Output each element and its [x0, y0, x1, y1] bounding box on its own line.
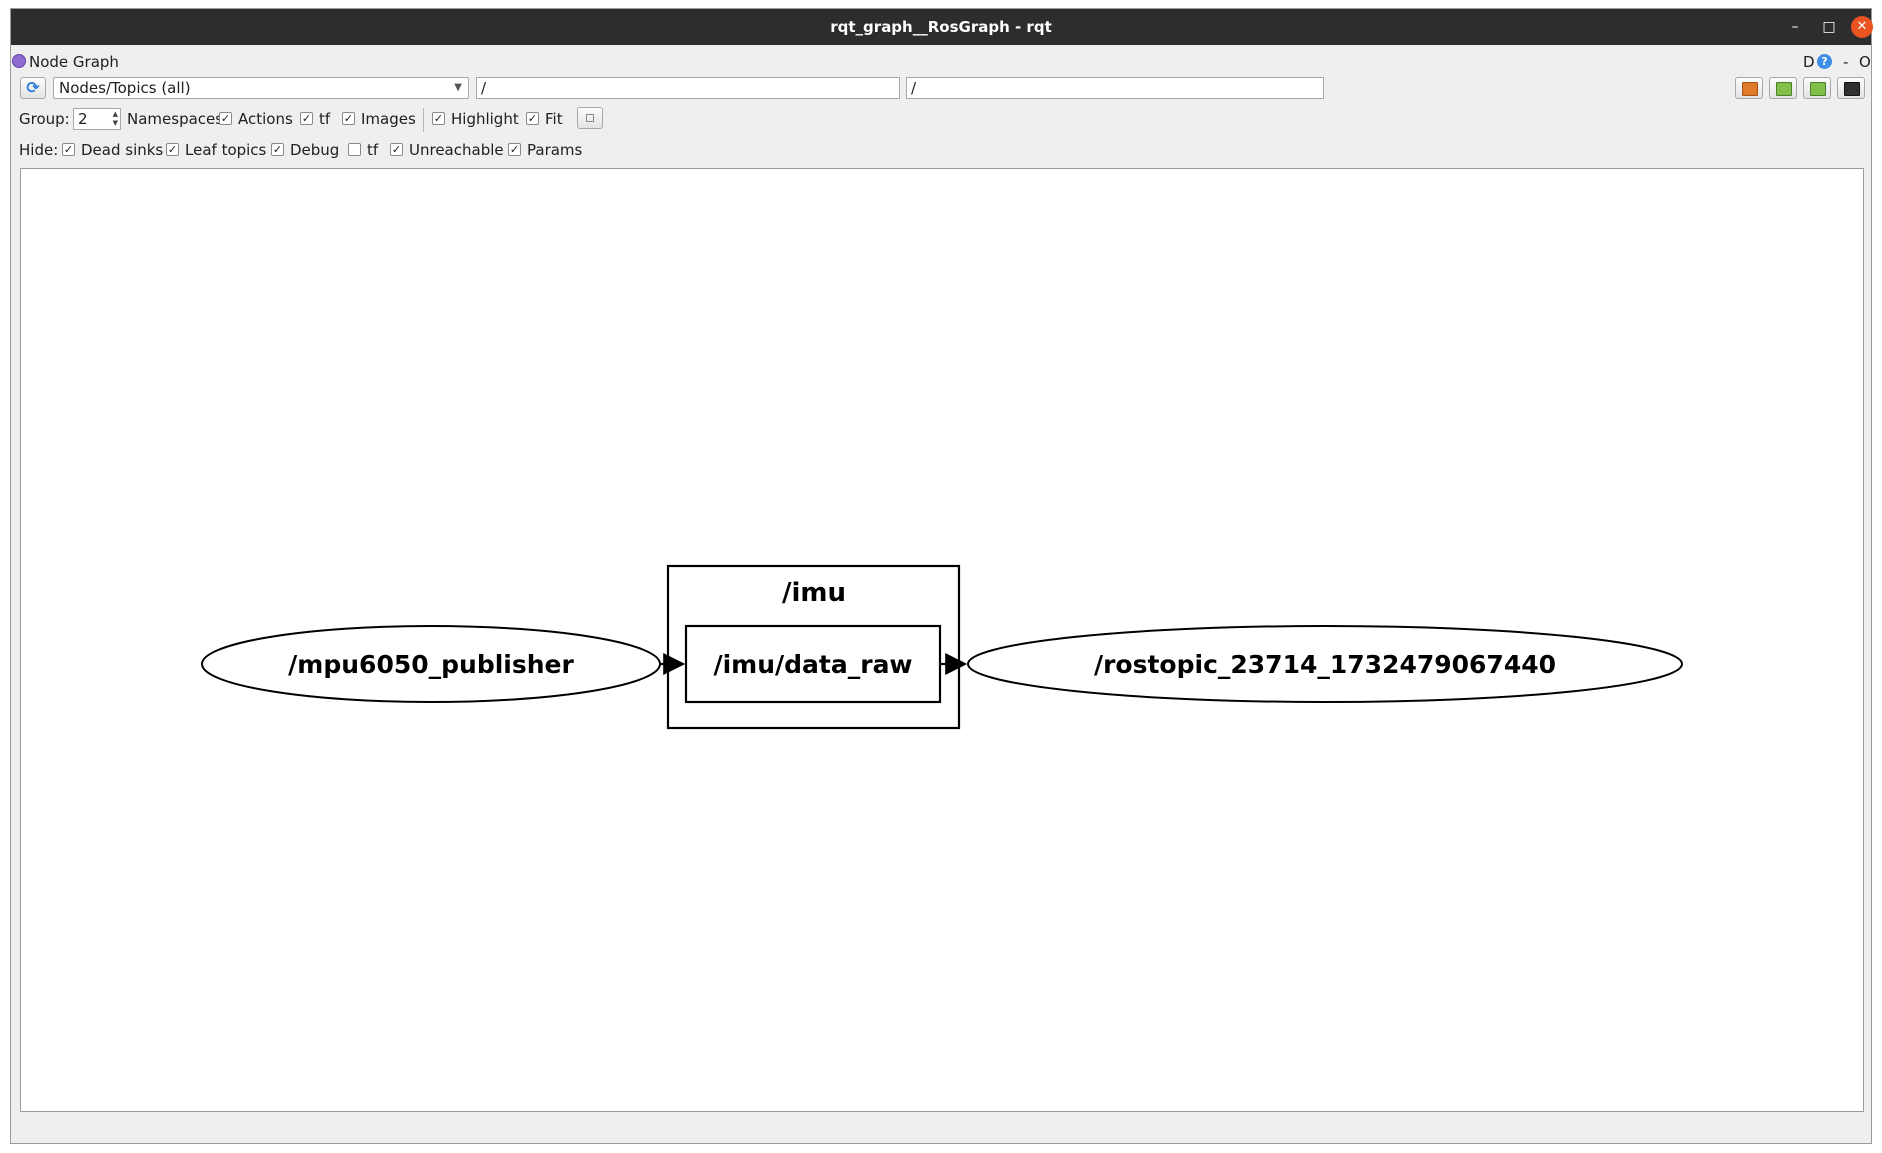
- fit-checkbox[interactable]: ✓: [526, 112, 539, 125]
- leaf-topics-label: Leaf topics: [185, 141, 267, 159]
- debug-checkbox[interactable]: ✓: [271, 143, 284, 156]
- dock-d-button[interactable]: D: [1803, 53, 1815, 71]
- spin-arrows-icon[interactable]: ▲▼: [112, 110, 118, 127]
- namespace-imu-box: [666, 564, 961, 730]
- fit-view-icon: [586, 114, 594, 122]
- rqt-window: rqt_graph__RosGraph - rqt – □ ✕ Node Gra…: [10, 8, 1873, 1144]
- graph-type-value: Nodes/Topics (all): [59, 79, 191, 97]
- tf-checkbox[interactable]: ✓: [342, 112, 355, 125]
- dead-sinks-label: Dead sinks: [81, 141, 164, 159]
- debug-label: Debug: [290, 141, 340, 159]
- graph-node-mpu6050-publisher-label: /mpu6050_publisher: [288, 650, 574, 679]
- leaf-topics-checkbox[interactable]: ✓: [166, 143, 179, 156]
- hide-label: Hide:: [19, 141, 59, 159]
- graph-canvas[interactable]: /imu /mpu6050_publisher /imu/data_raw /r…: [20, 168, 1864, 1112]
- load-dot-icon: [1742, 82, 1758, 96]
- window-title: rqt_graph__RosGraph - rqt: [830, 18, 1052, 36]
- graph-node-rostopic-label: /rostopic_23714_1732479067440: [1094, 650, 1556, 679]
- refresh-button[interactable]: ⟳: [20, 77, 46, 99]
- group-label: Group:: [19, 110, 70, 128]
- hide-row: Hide: ✓ Dead sinks ✓ Leaf topics ✓ Debug…: [11, 137, 1871, 163]
- save-image-button[interactable]: [1837, 77, 1865, 99]
- options-row: Group: 2 ▲▼ Namespaces ✓ Actions ✓ tf ✓ …: [11, 106, 1871, 132]
- dead-sinks-checkbox[interactable]: ✓: [62, 143, 75, 156]
- save-svg-icon: [1810, 82, 1826, 96]
- plugin-title-bar: Node Graph D ? - O: [11, 49, 1871, 73]
- graph-topic-imu-data-raw-label: /imu/data_raw: [713, 650, 912, 679]
- params-checkbox[interactable]: ✓: [508, 143, 521, 156]
- fit-view-button[interactable]: [577, 107, 603, 129]
- highlight-checkbox[interactable]: ✓: [432, 112, 445, 125]
- unreachable-label: Unreachable: [409, 141, 504, 159]
- close-button[interactable]: ✕: [1851, 16, 1873, 38]
- actions-checkbox[interactable]: ✓: [300, 112, 313, 125]
- images-label: Images: [361, 110, 416, 128]
- graph-toolbar: ⟳ Nodes/Topics (all) ▼ / /: [11, 75, 1871, 103]
- actions-label: Actions: [238, 110, 293, 128]
- save-svg-button[interactable]: [1803, 77, 1831, 99]
- title-bar[interactable]: rqt_graph__RosGraph - rqt – □ ✕: [11, 9, 1873, 45]
- minimize-plugin-button[interactable]: -: [1843, 53, 1849, 71]
- unreachable-checkbox[interactable]: ✓: [390, 143, 403, 156]
- refresh-icon: ⟳: [26, 78, 40, 97]
- toolbar-separator: [423, 108, 424, 132]
- graph-node-rostopic[interactable]: [967, 625, 1683, 703]
- save-dot-icon: [1776, 82, 1792, 96]
- save-image-icon: [1844, 82, 1860, 96]
- tf-label: tf: [319, 110, 331, 128]
- plugin-title: Node Graph: [29, 53, 119, 71]
- group-value: 2: [78, 110, 88, 128]
- load-dot-button[interactable]: [1735, 77, 1763, 99]
- namespaces-checkbox[interactable]: ✓: [219, 112, 232, 125]
- topic-filter-input[interactable]: /: [906, 77, 1324, 99]
- minimize-button[interactable]: –: [1791, 19, 1799, 35]
- rqt-plugin-icon: [12, 54, 26, 68]
- graph-type-select[interactable]: Nodes/Topics (all) ▼: [53, 77, 469, 99]
- node-filter-input[interactable]: /: [476, 77, 900, 99]
- params-label: Params: [527, 141, 583, 159]
- maximize-button[interactable]: □: [1822, 19, 1836, 35]
- group-spinbox[interactable]: 2 ▲▼: [73, 108, 121, 130]
- graph-svg: /imu /mpu6050_publisher /imu/data_raw /r…: [201, 564, 1683, 730]
- hide-tf-label: tf: [367, 141, 379, 159]
- close-plugin-button[interactable]: O: [1859, 53, 1871, 71]
- namespace-imu-label: /imu: [782, 578, 846, 608]
- hide-tf-checkbox[interactable]: [348, 143, 361, 156]
- fit-label: Fit: [545, 110, 563, 128]
- help-icon[interactable]: ?: [1817, 54, 1832, 69]
- save-dot-button[interactable]: [1769, 77, 1797, 99]
- chevron-down-icon: ▼: [454, 82, 462, 93]
- namespaces-label: Namespaces: [127, 110, 224, 128]
- highlight-label: Highlight: [451, 110, 519, 128]
